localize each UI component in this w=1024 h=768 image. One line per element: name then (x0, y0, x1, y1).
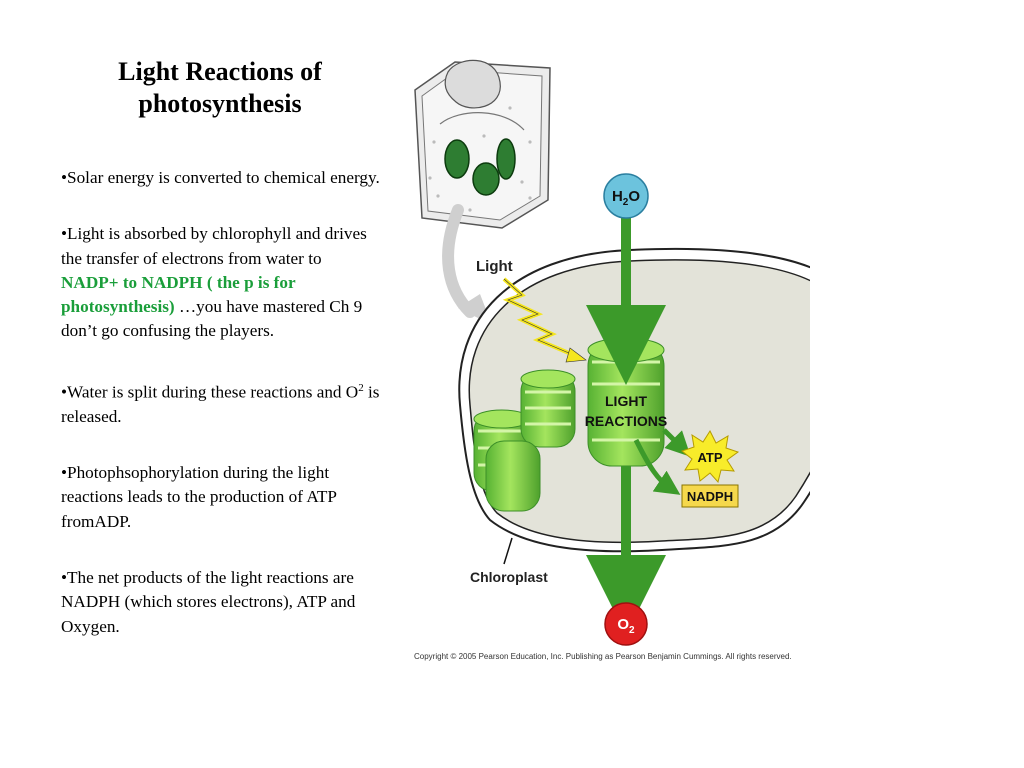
copyright-text: Copyright © 2005 Pearson Education, Inc.… (414, 652, 792, 661)
bullet-2-highlight: NADP+ to NADPH ( the p is for photosynth… (61, 272, 296, 317)
zoom-arrow (442, 204, 476, 318)
bullet-3-text: •Water is split during these reactions a… (61, 382, 359, 402)
nadph-box (681, 484, 739, 508)
bullet-4: •Photophsophorylation during the light r… (61, 463, 337, 531)
bullet-1: •Solar energy is converted to chemical e… (61, 168, 380, 187)
chloroplast-pointer (503, 537, 513, 565)
bullet-2-text: •Light is absorbed by chlorophyll and dr… (61, 224, 367, 268)
slide-title: Light Reactions of photosynthesis (118, 57, 322, 118)
nadph-label: NADPH (687, 489, 733, 504)
light-reactions-diagram: Light H2O LIGHT REACTIONS O2 ATP NADPH C… (414, 59, 810, 661)
h2o-circle (603, 173, 649, 219)
plant-cell-icon (414, 59, 551, 229)
light-reactions-label-line-2: REACTIONS (585, 413, 667, 429)
o2-circle (604, 602, 648, 646)
bullet-list: •Solar energy is converted to chemical e… (61, 166, 381, 671)
bullet-3-text-end: is released. (61, 382, 380, 426)
light-arrowhead (565, 347, 587, 363)
bullet-2-text-end: …you have mastered Ch 9 don’t go confusi… (61, 297, 363, 341)
chloroplast-label: Chloroplast (470, 569, 548, 585)
light-label: Light (476, 258, 513, 275)
granum-stack-mid (520, 369, 576, 448)
bullet-3-superscript: 2 (358, 381, 364, 394)
atp-starburst-icon (680, 429, 740, 484)
nadph-arrow (633, 438, 681, 495)
atp-arrow (662, 428, 691, 457)
h2o-label: H2O (612, 188, 640, 208)
bullet-2: •Light is absorbed by chlorophyll and dr… (61, 222, 381, 343)
bullet-5: •The net products of the light reactions… (61, 568, 356, 636)
granum-stack-right (485, 440, 541, 512)
light-reactions-label-line-1: LIGHT (605, 393, 647, 409)
bullet-3: •Water is split during these reactions a… (61, 376, 381, 429)
o2-label: O2 (617, 616, 635, 636)
atp-label: ATP (697, 450, 722, 465)
